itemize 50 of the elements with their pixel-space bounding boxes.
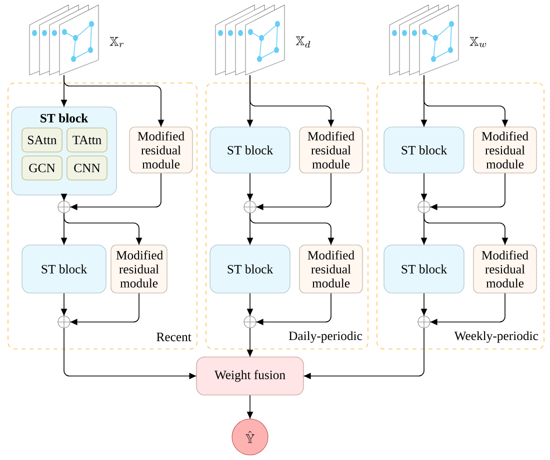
- group-label: Weekly-periodic: [454, 331, 538, 343]
- submodule-box: CNN: [66, 156, 108, 180]
- st-block: ST block: [210, 244, 290, 294]
- arrow: [420, 292, 428, 316]
- residual-module-box: Modified residual module: [473, 244, 537, 294]
- arrow: [246, 328, 254, 358]
- arrow: [70, 292, 140, 326]
- sum-circle: [57, 200, 71, 214]
- arrow: [246, 292, 254, 316]
- arrow: [70, 172, 162, 210]
- input-label: $\mathbb{X}_{w}$: [470, 37, 486, 48]
- arrow: [256, 172, 332, 210]
- arrow: [60, 194, 68, 202]
- fusion-box: Weight fusion: [196, 356, 304, 396]
- sum-circle: [57, 315, 71, 329]
- arrow: [246, 172, 254, 202]
- arrow: [64, 74, 164, 128]
- arrow: [420, 172, 428, 202]
- arrow: [430, 172, 506, 210]
- arrow: [424, 74, 508, 128]
- st-block: ST block: [384, 126, 464, 174]
- st-block: ST block: [22, 244, 106, 294]
- submodule-box: SAttn: [22, 128, 62, 152]
- residual-module-box: Modified residual module: [110, 244, 168, 294]
- submodule-box: TAttn: [66, 128, 108, 152]
- arrow: [250, 212, 334, 246]
- arrow: [250, 74, 334, 128]
- residual-module-box: Modified residual module: [129, 126, 193, 174]
- residual-module-box: Modified residual module: [299, 126, 363, 174]
- input-label: $\mathbb{X}_{d}$: [296, 36, 310, 48]
- residual-module-box: Modified residual module: [473, 126, 537, 174]
- residual-module-box: Modified residual module: [299, 244, 363, 294]
- sum-circle: [243, 200, 257, 214]
- st-block: ST block: [384, 244, 464, 294]
- sum-circle: [417, 200, 431, 214]
- arrow: [64, 328, 197, 380]
- arrow: [430, 292, 506, 326]
- arrow: [303, 328, 424, 380]
- sum-circle: [243, 315, 257, 329]
- arrow: [60, 292, 68, 316]
- group-label: Recent: [156, 332, 192, 342]
- input-label: $\mathbb{X}_{r}$: [110, 37, 124, 48]
- st-block: ST block: [210, 126, 290, 174]
- arrow: [256, 292, 332, 326]
- sum-circle: [417, 315, 431, 329]
- submodule-box: GCN: [22, 156, 62, 180]
- arrow: [246, 394, 254, 420]
- group-label: Daily-periodic: [288, 331, 362, 343]
- arrow: [64, 212, 142, 246]
- arrow: [424, 212, 508, 246]
